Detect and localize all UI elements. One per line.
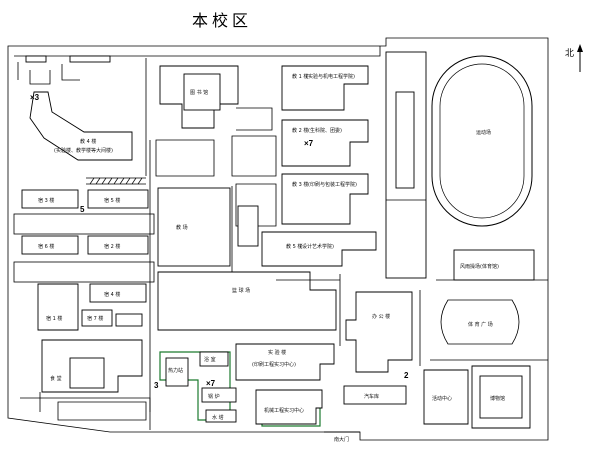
mech-training-center: 机械工程实习中心: [255, 389, 323, 425]
svg-text:宿 1 楼: 宿 1 楼: [46, 315, 62, 322]
svg-text:博物馆: 博物馆: [490, 395, 505, 402]
running-track: 运动场: [431, 55, 533, 227]
dorm-7: 宿 7 楼: [81, 309, 113, 327]
library: 图 书 馆: [159, 65, 239, 129]
svg-text:图 书 馆: 图 书 馆: [190, 89, 208, 96]
office-building: 办 公 楼: [345, 291, 413, 373]
svg-text:教 5 楼: 教 5 楼: [286, 243, 302, 250]
car-garage: 汽车库: [343, 385, 407, 405]
svg-text:运动场: 运动场: [476, 129, 491, 136]
north-arrow-icon: 北: [565, 44, 583, 72]
svg-text:教 2 楼: 教 2 楼: [292, 127, 308, 134]
marker-x7: ×7: [304, 139, 314, 148]
water-tower: 水 塔: [205, 409, 237, 423]
svg-text:(生科院、团委): (生科院、团委): [308, 127, 342, 134]
svg-text:(印刷工程实习中心): (印刷工程实习中心): [252, 361, 296, 368]
sports-square: 体 育 广 场: [440, 299, 520, 345]
svg-text:宿 3 楼: 宿 3 楼: [38, 197, 54, 204]
south-gate: 南大门: [324, 431, 360, 443]
map-title: 本校区: [192, 11, 252, 30]
svg-text:食 堂: 食 堂: [50, 375, 62, 382]
field-block: 篮 球 场: [157, 271, 337, 331]
small-building-a: [115, 313, 143, 327]
dorm-2: 宿 2 楼: [87, 235, 149, 255]
teaching-building-4: 教 4 楼 (实验楼、教学楼等大间楼): [29, 91, 133, 161]
svg-text:办 公 楼: 办 公 楼: [372, 313, 390, 320]
dorm-6: 宿 6 楼: [21, 235, 79, 255]
dorm-3: 宿 3 楼: [21, 189, 79, 209]
marker-2: 2: [404, 371, 409, 380]
stands: [385, 51, 427, 279]
svg-text:南大门: 南大门: [334, 436, 349, 443]
svg-text:宿 4 楼: 宿 4 楼: [104, 291, 120, 298]
building-top-1: [25, 55, 47, 63]
svg-text:体 育 广 场: 体 育 广 场: [468, 321, 493, 328]
svg-text:浴 室: 浴 室: [204, 356, 216, 363]
svg-text:教 1 楼: 教 1 楼: [292, 73, 308, 80]
fitness-hall: 风雨操场(体育馆): [453, 249, 535, 281]
svg-text:锅 炉: 锅 炉: [208, 393, 220, 400]
bath-house: 浴 室: [199, 351, 229, 367]
svg-text:机械工程实习中心: 机械工程实习中心: [264, 407, 304, 414]
small-building-b: [237, 205, 259, 247]
svg-text:实 验 楼: 实 验 楼: [268, 349, 286, 356]
svg-text:(设计艺术学院): (设计艺术学院): [300, 243, 334, 250]
lab-building: 实 验 楼 (印刷工程实习中心): [235, 343, 335, 381]
svg-text:宿 7 楼: 宿 7 楼: [87, 315, 103, 322]
teaching-building-3: 教 3 楼 (印刷与包装工程学院): [281, 173, 369, 225]
svg-text:汽车库: 汽车库: [364, 393, 379, 400]
svg-text:宿 5 楼: 宿 5 楼: [104, 197, 120, 204]
svg-text:篮 球 场: 篮 球 场: [232, 287, 250, 294]
svg-text:(印刷与包装工程学院): (印刷与包装工程学院): [308, 181, 357, 188]
svg-text:宿 2 楼: 宿 2 楼: [104, 243, 120, 250]
activity-center: 活动中心: [423, 369, 469, 425]
marker-7: ×3: [30, 93, 40, 102]
svg-text:教 4 楼: 教 4 楼: [80, 138, 96, 145]
svg-text:热力站: 热力站: [168, 367, 183, 374]
svg-text:风雨操场(体育馆): 风雨操场(体育馆): [460, 263, 499, 270]
teaching-building-5: 教 5 楼 (设计艺术学院): [261, 231, 377, 267]
svg-text:北: 北: [565, 48, 574, 59]
svg-text:(实验楼、教学楼等大间楼): (实验楼、教学楼等大间楼): [54, 147, 113, 154]
teaching-building-2: 教 2 楼 (生科院、团委): [281, 119, 369, 167]
teaching-building-1: 教 1 楼 (实验与机电工程学院): [281, 65, 369, 111]
svg-text:活动中心: 活动中心: [432, 395, 452, 402]
green-boundary: [159, 351, 231, 421]
svg-text:教 场: 教 场: [176, 224, 188, 231]
marker-3: 3: [154, 381, 159, 390]
svg-text:宿 6 楼: 宿 6 楼: [38, 243, 54, 250]
marker-x3: ×7: [206, 379, 216, 388]
svg-text:(实验与机电工程学院): (实验与机电工程学院): [306, 73, 355, 80]
marker-5: 5: [80, 205, 85, 214]
heat-station: 热力站: [165, 357, 189, 387]
dorm-5: 宿 5 楼: [87, 189, 149, 209]
museum: 博物馆: [471, 365, 531, 429]
building-top-2: [69, 55, 111, 63]
svg-text:水 塔: 水 塔: [212, 414, 224, 421]
boiler-house: 锅 炉: [201, 387, 237, 403]
dorm-1: 宿 1 楼: [37, 283, 79, 331]
canteen: 食 堂: [41, 339, 143, 393]
hatched-strip: [86, 177, 146, 185]
sports-field-center: 教 场: [157, 187, 231, 267]
dorm-4: 宿 4 楼: [89, 283, 147, 303]
campus-boundary: [7, 37, 549, 441]
svg-text:教 3 楼: 教 3 楼: [292, 181, 308, 188]
